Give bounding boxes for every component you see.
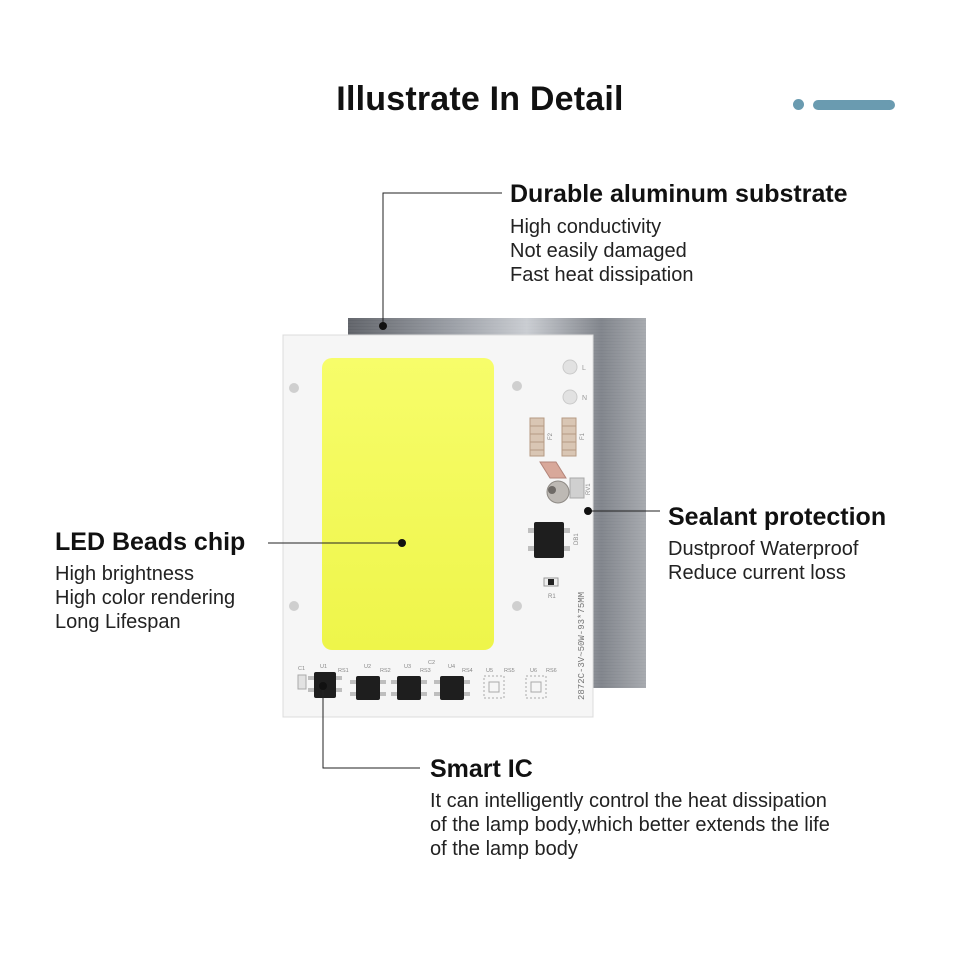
component-labels: C1 U1 RS1 U2 RS2 U3 RS3 C2 U4 RS4 U5 RS5… (298, 660, 557, 674)
bridge-rectifier-db1 (528, 522, 570, 558)
label-c2: C2 (428, 660, 435, 666)
label-rs1: RS1 (338, 668, 349, 674)
label-n: N (582, 395, 587, 402)
ic-u4 (434, 676, 470, 700)
label-u3: U3 (404, 664, 411, 670)
feature-sealant-line: Dustproof Waterproof (668, 538, 859, 560)
label-u6: U6 (530, 668, 537, 674)
feature-substrate-line: High conductivity (510, 216, 662, 238)
led-beads-chip (322, 358, 494, 650)
label-f1: F1 (580, 432, 586, 440)
decorative-dot (793, 99, 804, 110)
page-title: Illustrate In Detail (336, 80, 624, 118)
callout-dot-smart-ic (319, 682, 327, 690)
label-c1: C1 (298, 666, 305, 672)
pad-n (562, 389, 578, 405)
feature-smart-ic-heading: Smart IC (430, 755, 533, 783)
feature-sealant-line: Reduce current loss (668, 562, 846, 584)
feature-smart-ic-line: of the lamp body (430, 838, 578, 860)
feature-sealant-heading: Sealant protection (668, 503, 887, 531)
callout-dot-led (398, 539, 406, 547)
label-rv1: RV1 (586, 483, 592, 495)
callout-dot-substrate (379, 322, 387, 330)
label-r1: R1 (548, 594, 556, 600)
callout-dots (319, 322, 592, 690)
pad-l (562, 359, 578, 375)
label-u1: U1 (320, 664, 327, 670)
feature-smart-ic-line: It can intelligently control the heat di… (430, 790, 827, 812)
label-rs4: RS4 (462, 668, 473, 674)
callout-lines (268, 192, 660, 769)
callout-line-substrate (382, 192, 502, 326)
callout-line-smart-ic (322, 690, 420, 769)
feature-led-line: High color rendering (55, 587, 236, 609)
label-rs6: RS6 (546, 668, 557, 674)
varistor-rv1 (539, 461, 585, 504)
label-rs3: RS3 (420, 668, 431, 674)
label-l: L (582, 365, 586, 372)
feature-substrate-heading: Durable aluminum substrate (510, 180, 848, 208)
fuse-f2 (529, 417, 545, 457)
label-rs5: RS5 (504, 668, 515, 674)
feature-led-heading: LED Beads chip (55, 528, 246, 556)
label-u4: U4 (448, 664, 455, 670)
fuse-f1 (561, 417, 577, 457)
label-f2: F2 (548, 432, 554, 440)
decorative-bar (813, 100, 895, 110)
feature-substrate-line: Not easily damaged (510, 240, 687, 262)
board-model-text: 2872C-3V~50W-93*75MM (577, 592, 587, 700)
callout-dot-sealant (584, 507, 592, 515)
feature-led-line: Long Lifespan (55, 611, 181, 633)
capacitor-c1 (297, 674, 307, 690)
ic-u2 (350, 676, 386, 700)
feature-smart-ic-line: of the lamp body,which better extends th… (430, 814, 830, 836)
label-rs2: RS2 (380, 668, 391, 674)
label-db1: DB1 (574, 533, 580, 545)
ic-u3 (391, 676, 427, 700)
feature-substrate-line: Fast heat dissipation (510, 264, 694, 286)
feature-led-line: High brightness (55, 563, 194, 585)
ic-u5-empty (483, 675, 505, 699)
label-u5: U5 (486, 668, 493, 674)
ic-u6-empty (525, 675, 547, 699)
label-u2: U2 (364, 664, 371, 670)
resistor-r1 (543, 577, 559, 587)
